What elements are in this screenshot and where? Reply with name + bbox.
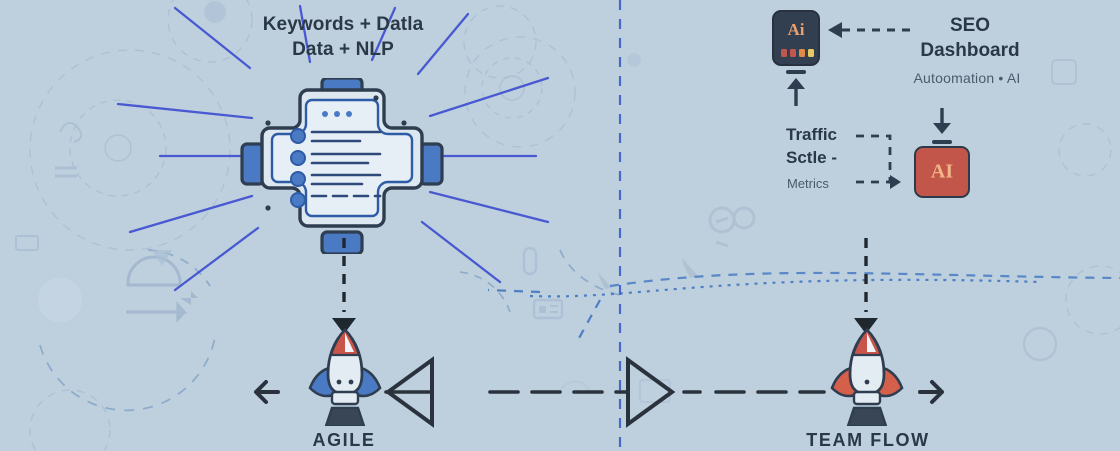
traffic-down-arrow-icon: [932, 108, 952, 144]
traffic-metrics-label: Metrics: [787, 176, 829, 191]
arrow-left-icon: [254, 380, 280, 404]
seo-dashboard-subtitle: Autoomation • AI: [913, 70, 1021, 86]
traffic-title-line-2: Sctle -: [786, 147, 838, 167]
ai-dark-icon-label: Ai: [787, 20, 805, 39]
seo-dashboard-title: SEO Dashboard: [880, 14, 1060, 63]
triangle-left-icon: [384, 356, 434, 428]
document-machine-icon[interactable]: [240, 78, 444, 254]
seo-connector-arrow: [828, 22, 910, 38]
ai-dashboard-icon[interactable]: Ai: [772, 10, 820, 66]
left-drop-arrowhead: [332, 318, 356, 334]
seo-title-line-1: SEO: [949, 15, 991, 36]
ai-red-icon-label: AI: [930, 160, 954, 183]
title-line-1: Keywords + Datla: [262, 14, 424, 35]
title-line-2: Data + NLP: [292, 39, 394, 61]
traffic-connector-path: [856, 134, 901, 189]
seo-up-arrow-icon: [786, 70, 806, 106]
traffic-title-line-1: Traffic: [786, 125, 838, 144]
traffic-title: Traffic Sctle -: [786, 124, 896, 170]
ai-dark-icon-bars: [781, 49, 814, 57]
rocket-agile-icon[interactable]: [302, 326, 388, 426]
seo-title-line-2: Dashboard: [920, 39, 1020, 61]
triangle-right-icon: [626, 356, 676, 428]
ai-red-icon[interactable]: AI: [914, 146, 970, 198]
left-band-label: AGILE: [312, 430, 376, 450]
right-band-label: TEAM FLOW: [806, 430, 930, 450]
rocket-team-flow-icon[interactable]: [824, 326, 910, 426]
arrow-right-icon: [918, 380, 944, 404]
left-panel-title: Keywords + Datla Data + NLP: [252, 12, 434, 62]
right-drop-arrowhead: [854, 318, 878, 334]
